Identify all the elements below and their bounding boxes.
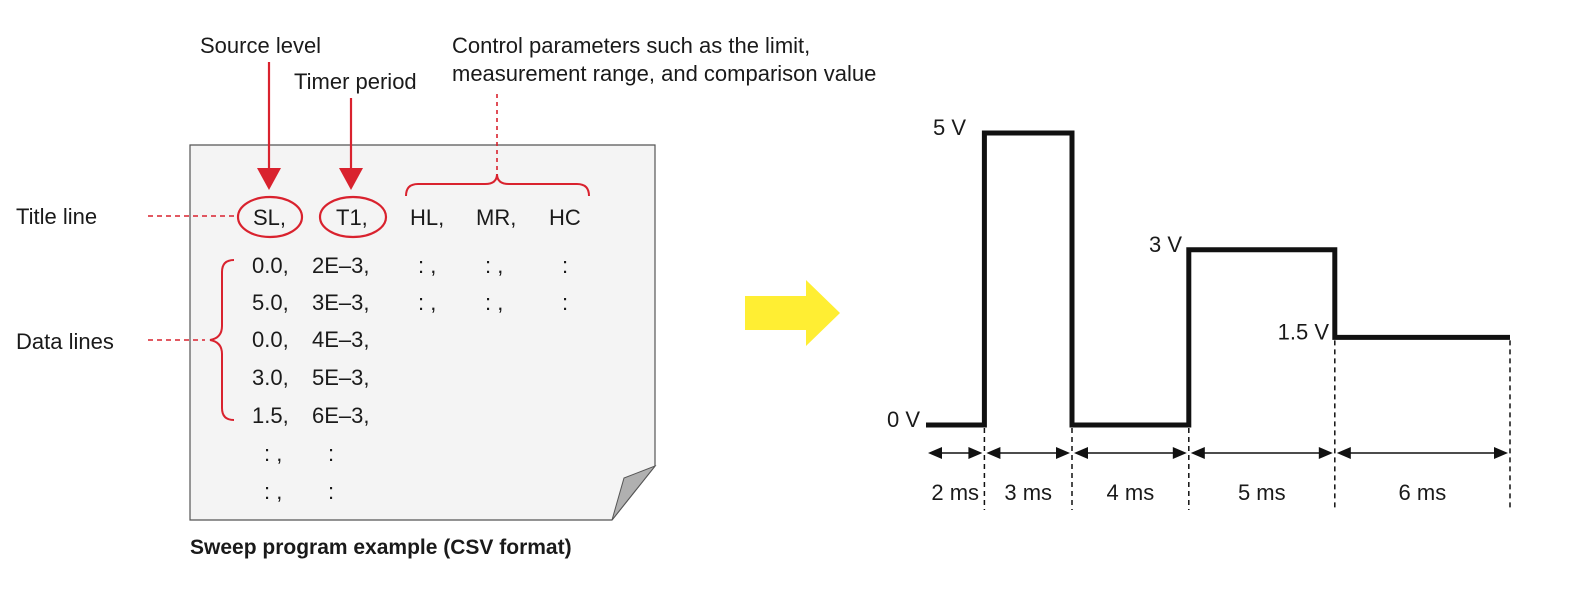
- arrow-head: [257, 168, 281, 190]
- data-cell: : ,: [418, 290, 436, 315]
- data-cell: : ,: [485, 290, 503, 315]
- level-label: 5 V: [933, 115, 966, 140]
- data-cell: : ,: [264, 479, 282, 504]
- sheet-curl: [611, 464, 657, 521]
- data-lines-label: Data lines: [16, 329, 114, 354]
- duration-label: 6 ms: [1399, 480, 1447, 505]
- waveform-line: [926, 130, 1510, 428]
- header-cell: SL,: [253, 205, 286, 230]
- duration-arrow-head: [1336, 447, 1351, 459]
- duration-arrow-head: [1074, 447, 1088, 459]
- header-cell: MR,: [476, 205, 516, 230]
- data-cell: 3E–3,: [312, 290, 370, 315]
- data-cell: 6E–3,: [312, 403, 370, 428]
- level-label: 0 V: [887, 407, 920, 432]
- duration-label: 2 ms: [931, 480, 979, 505]
- data-cell: 5E–3,: [312, 365, 370, 390]
- data-cell: :: [328, 479, 334, 504]
- header-cell: T1,: [336, 205, 368, 230]
- data-cell: 1.5,: [252, 403, 289, 428]
- data-cell: 3.0,: [252, 365, 289, 390]
- duration-arrow-head: [1172, 447, 1187, 459]
- annotation-marks: [148, 62, 590, 421]
- duration-arrow-head: [1056, 447, 1070, 459]
- csv-sheet: [189, 144, 657, 521]
- control-params-label-2: measurement range, and comparison value: [452, 61, 876, 86]
- duration-label: 4 ms: [1107, 480, 1155, 505]
- data-cell: 5.0,: [252, 290, 289, 315]
- duration-arrow-head: [1190, 447, 1205, 459]
- data-cell: :: [562, 290, 568, 315]
- csv-data: 0.0, 2E–3, : , : , : 5.0, 3E–3, : , : , …: [252, 253, 568, 504]
- data-cell: : ,: [264, 441, 282, 466]
- right-arrow-icon: [745, 280, 840, 346]
- source-level-label: Source level: [200, 33, 321, 58]
- duration-label: 5 ms: [1238, 480, 1286, 505]
- header-cell: HC: [549, 205, 581, 230]
- level-label: 3 V: [1149, 232, 1182, 257]
- data-cell: : ,: [418, 253, 436, 278]
- duration-arrow-head: [1494, 447, 1508, 459]
- sl-highlight: [236, 195, 304, 239]
- timer-period-label: Timer period: [294, 69, 417, 94]
- header-cell: HL,: [410, 205, 444, 230]
- duration-arrow-head: [986, 447, 1001, 459]
- sweep-waveform-chart: 2 ms 3 ms 4 ms 5 ms 6 ms 0 V 5 V 3 V 1.5 V: [887, 115, 1511, 510]
- csv-header: SL, T1, HL, MR, HC: [253, 205, 581, 230]
- data-cell: 0.0,: [252, 327, 289, 352]
- t1-highlight: [318, 195, 388, 239]
- control-params-brace: [405, 173, 590, 197]
- data-cell: : ,: [485, 253, 503, 278]
- data-cell: 0.0,: [252, 253, 289, 278]
- duration-arrow-head: [968, 447, 983, 459]
- control-params-label: Control parameters such as the limit,: [452, 33, 810, 58]
- data-lines-brace: [209, 259, 235, 421]
- data-cell: 4E–3,: [312, 327, 370, 352]
- level-label: 1.5 V: [1278, 319, 1330, 344]
- data-cell: :: [562, 253, 568, 278]
- duration-arrow-head: [928, 447, 942, 459]
- data-cell: :: [328, 441, 334, 466]
- sheet-caption: Sweep program example (CSV format): [190, 536, 572, 559]
- data-cell: 2E–3,: [312, 253, 370, 278]
- title-line-label: Title line: [16, 204, 97, 229]
- duration-label: 3 ms: [1004, 480, 1052, 505]
- arrow-head: [339, 168, 363, 190]
- duration-arrow-head: [1318, 447, 1333, 459]
